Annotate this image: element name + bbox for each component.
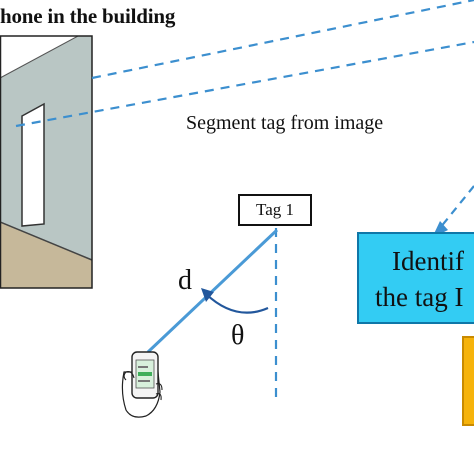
identify-tag-box: Identif the tag I xyxy=(357,232,474,324)
sight-line-lower xyxy=(15,40,474,128)
tag-label: Tag 1 xyxy=(256,200,294,219)
segment-tag-label: Segment tag from image xyxy=(186,112,384,134)
identify-text-line2: the tag I xyxy=(375,282,464,312)
tag-box: Tag 1 xyxy=(238,194,312,226)
angle-label: θ xyxy=(231,320,245,351)
sight-line-upper xyxy=(91,0,474,80)
angle-arc-arrowhead xyxy=(201,288,214,302)
building-photo xyxy=(0,35,93,289)
figure-title: hone in the building xyxy=(0,4,176,28)
identify-text-line1: Identif xyxy=(392,246,464,276)
angle-arc xyxy=(205,293,269,314)
distance-line xyxy=(146,228,279,354)
distance-label: d xyxy=(178,265,192,296)
result-box xyxy=(462,336,474,426)
phone-in-hand-icon xyxy=(121,351,163,418)
identify-arrow-line xyxy=(439,185,474,229)
